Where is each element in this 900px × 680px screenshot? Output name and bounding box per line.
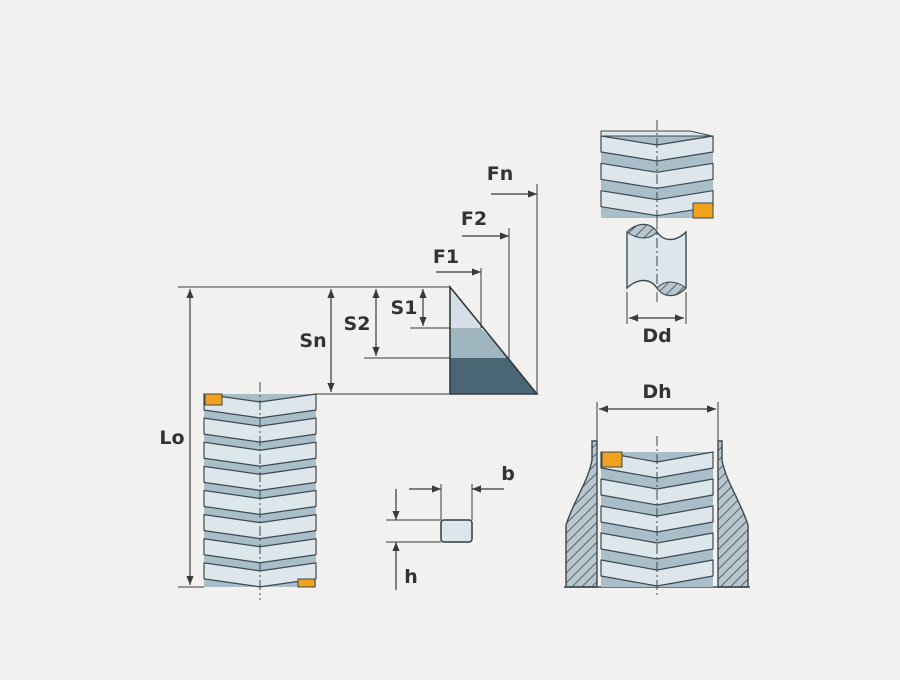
bottom-end-marker xyxy=(297,578,316,588)
bore-spring: Dh xyxy=(564,381,750,598)
free-length-spring xyxy=(203,382,317,600)
label-fn: Fn xyxy=(487,163,514,185)
label-b: b xyxy=(501,463,515,485)
mandrel-spring-end-marker xyxy=(692,202,714,219)
lo-dimension: Lo xyxy=(159,286,450,588)
force-travel-diagram: F1 F2 Fn Sn S2 S1 xyxy=(299,163,539,395)
label-lo: Lo xyxy=(159,427,184,449)
top-end-marker xyxy=(204,393,223,406)
label-s1: S1 xyxy=(391,297,418,319)
wedge-sn-band xyxy=(450,358,537,394)
label-dh: Dh xyxy=(642,381,671,403)
wedge-outline xyxy=(449,284,539,395)
bore-spring-coils xyxy=(600,451,714,587)
mandrel-top-section xyxy=(626,224,658,239)
label-sn: Sn xyxy=(299,330,326,352)
bore-wall-left xyxy=(565,440,598,588)
label-s2: S2 xyxy=(344,313,371,335)
label-f1: F1 xyxy=(433,246,459,268)
mandrel-bottom-section xyxy=(656,281,687,296)
wedge-s2-band xyxy=(450,328,509,358)
bore-spring-end-marker xyxy=(601,451,623,468)
label-f2: F2 xyxy=(461,208,487,230)
wire-section: b h xyxy=(386,463,515,590)
wire-cross-section xyxy=(440,519,473,543)
bore-wall-right xyxy=(717,440,749,588)
label-dd: Dd xyxy=(642,325,671,347)
mandrel-spring: Dd xyxy=(600,120,714,347)
label-h: h xyxy=(404,566,418,588)
